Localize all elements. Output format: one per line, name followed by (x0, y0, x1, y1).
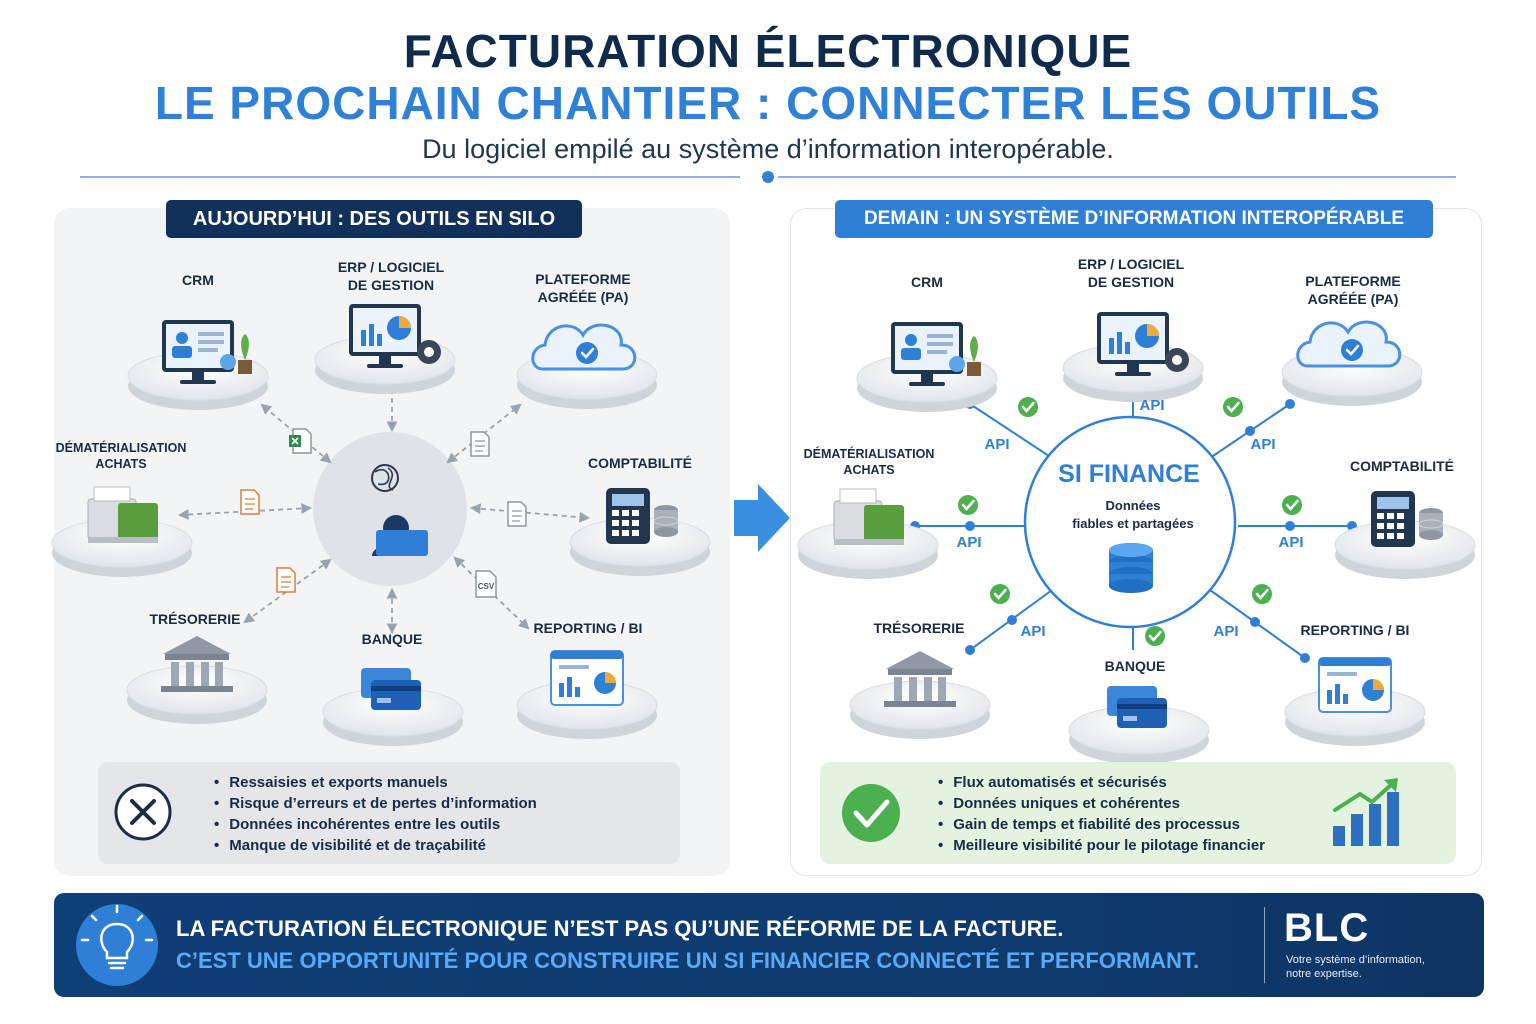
today-panel-title: AUJOURD’HUI : DES OUTILS EN SILO (166, 200, 582, 238)
banner-line-2: C’EST UNE OPPORTUNITÉ POUR CONSTRUIRE UN… (176, 948, 1200, 973)
api-label: API (1278, 534, 1304, 551)
divider-left (80, 176, 740, 178)
left-node-pa (516, 323, 658, 410)
tomorrow-panel-title: DEMAIN : UN SYSTÈME D’INFORMATION INTERO… (835, 200, 1433, 238)
right-label-reporting: REPORTING / BI (1300, 622, 1410, 638)
list-item: Meilleure visibilité pour le pilotage fi… (938, 835, 1265, 856)
document-icon (470, 431, 490, 457)
list-item: Manque de visibilité et de traçabilité (214, 835, 537, 856)
api-label: API (1020, 623, 1046, 640)
list-item: Données incohérentes entre les outils (214, 814, 537, 835)
left-node-compta (569, 487, 711, 577)
list-item: Flux automatisés et sécurisés (938, 772, 1265, 793)
right-label-compta: COMPTABILITÉ (1350, 458, 1454, 474)
blc-logo: BLC (1284, 906, 1370, 950)
right-node-reporting (1284, 657, 1426, 747)
tagline: Du logiciel empilé au système d’informat… (422, 134, 1114, 164)
banner-line-1: LA FACTURATION ÉLECTRONIQUE N’EST PAS QU… (176, 916, 1064, 941)
issues-box: Ressaisies et exports manuels Risque d’e… (98, 762, 680, 864)
right-node-crm (856, 322, 998, 413)
document-icon (507, 501, 527, 527)
right-node-pa (1281, 320, 1423, 407)
issues-list: Ressaisies et exports manuels Risque d’e… (214, 772, 537, 856)
csv-file-icon: CSV (475, 570, 497, 598)
api-label: API (984, 436, 1010, 453)
right-node-dema (797, 488, 939, 580)
left-node-banque (322, 668, 464, 747)
right-node-erp (1062, 312, 1204, 403)
left-label-compta: COMPTABILITÉ (588, 455, 692, 471)
right-node-treso (849, 651, 991, 740)
list-item: Ressaisies et exports manuels (214, 772, 537, 793)
si-finance-hub (1023, 415, 1237, 629)
left-node-crm (127, 320, 269, 411)
divider-dot (762, 171, 774, 183)
left-label-banque: BANQUE (361, 631, 423, 647)
left-node-reporting (516, 650, 658, 740)
left-label-crm: CRM (182, 272, 214, 288)
csv-label: CSV (478, 582, 495, 591)
api-label: API (1213, 623, 1239, 640)
api-label: API (1250, 436, 1276, 453)
api-label: API (956, 534, 982, 551)
excel-file-icon (289, 428, 312, 454)
right-node-compta (1334, 490, 1476, 580)
conclusion-banner (54, 893, 1484, 997)
left-hub-circle (313, 432, 467, 586)
pdf-file-icon (276, 567, 296, 593)
pdf-file-icon (240, 489, 260, 515)
left-label-reporting: REPORTING / BI (533, 620, 643, 636)
divider-right (778, 176, 1456, 178)
database-icon (1109, 543, 1153, 593)
left-label-treso: TRÉSORERIE (149, 611, 241, 627)
main-title: FACTURATION ÉLECTRONIQUE (403, 25, 1133, 77)
left-node-treso (126, 636, 268, 725)
benefits-list: Flux automatisés et sécurisés Données un… (938, 772, 1265, 856)
right-label-banque: BANQUE (1104, 658, 1166, 674)
benefits-box: Flux automatisés et sécurisés Données un… (820, 762, 1456, 864)
list-item: Risque d’erreurs et de pertes d’informat… (214, 793, 537, 814)
transition-arrow-icon (734, 484, 790, 552)
left-node-erp (314, 304, 456, 395)
list-item: Gain de temps et fiabilité des processus (938, 814, 1265, 835)
company-tagline: Votre système d’information,notre expert… (1286, 954, 1425, 980)
right-node-banque (1068, 686, 1210, 765)
left-node-dema (51, 486, 193, 578)
right-label-crm: CRM (911, 274, 943, 290)
hub-title: SI FINANCE (1058, 460, 1200, 488)
main-subtitle-heading: LE PROCHAIN CHANTIER : CONNECTER LES OUT… (154, 77, 1382, 129)
list-item: Données uniques et cohérentes (938, 793, 1265, 814)
banner-separator (1264, 907, 1265, 983)
api-label: API (1139, 397, 1165, 414)
right-label-treso: TRÉSORERIE (873, 620, 965, 636)
